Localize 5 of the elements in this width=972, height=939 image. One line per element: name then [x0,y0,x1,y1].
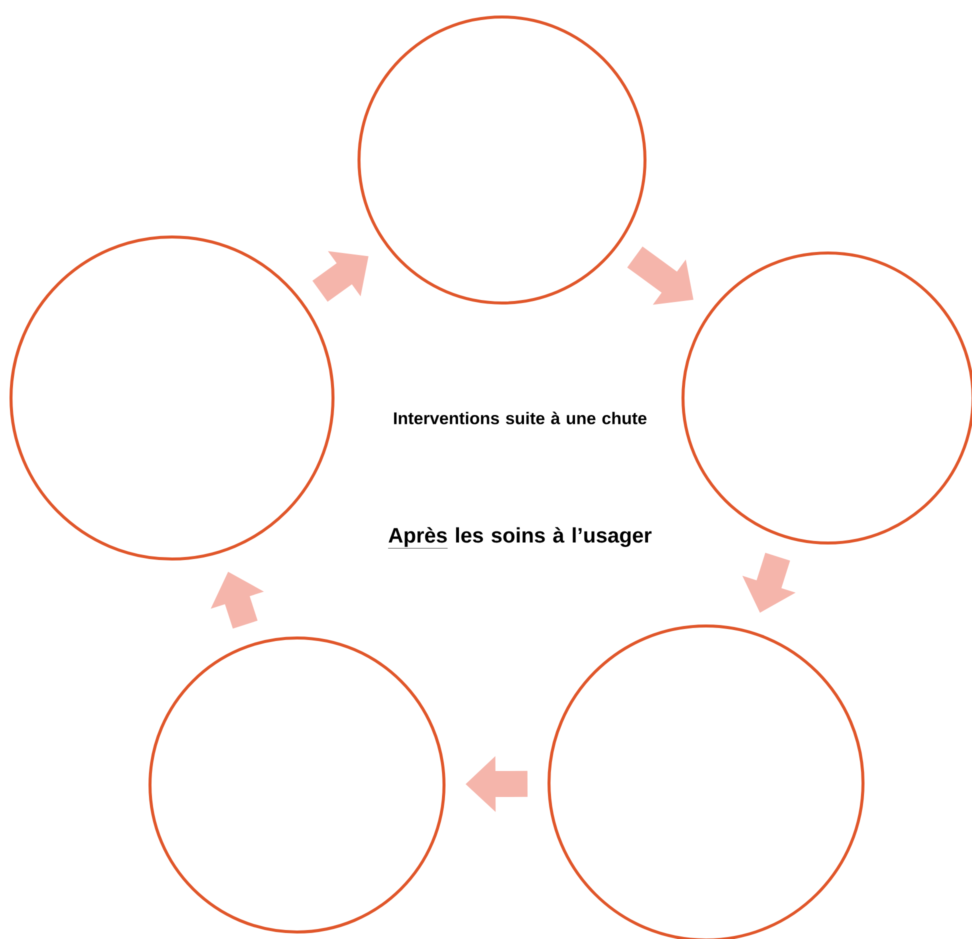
ring-circle [358,15,646,304]
ring-circle [10,235,334,560]
heading-text: Interventions suite à une chute [394,412,646,424]
ring-circle [148,636,446,934]
subheading-text: Après les soins à l’usager [388,527,652,548]
